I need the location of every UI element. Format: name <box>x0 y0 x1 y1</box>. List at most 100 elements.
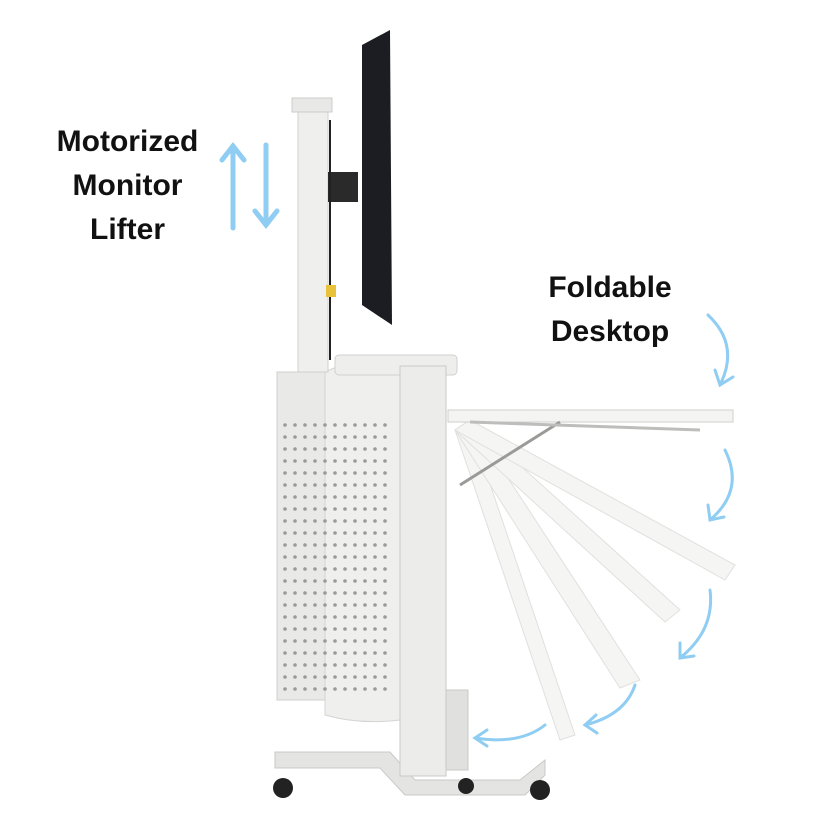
perforation-hole <box>283 423 287 427</box>
perforation-hole <box>363 531 367 535</box>
perforation-hole <box>303 627 307 631</box>
perforation-hole <box>323 459 327 463</box>
perforation-hole <box>283 675 287 679</box>
perforation-hole <box>353 675 357 679</box>
perforation-hole <box>323 507 327 511</box>
perforation-hole <box>343 675 347 679</box>
perforation-hole <box>323 663 327 667</box>
perforation-hole <box>323 471 327 475</box>
perforation-hole <box>303 435 307 439</box>
perforation-hole <box>283 447 287 451</box>
perforation-hole <box>283 603 287 607</box>
perforation-hole <box>313 447 317 451</box>
perforation-hole <box>293 495 297 499</box>
perforation-hole <box>343 663 347 667</box>
perforation-hole <box>303 447 307 451</box>
perforation-hole <box>293 543 297 547</box>
perforation-hole <box>333 459 337 463</box>
perforation-hole <box>333 423 337 427</box>
foldable-desktop <box>447 409 734 487</box>
perforation-hole <box>283 639 287 643</box>
perforation-hole <box>303 687 307 691</box>
perforation-hole <box>303 483 307 487</box>
perforation-hole <box>283 519 287 523</box>
perforation-hole <box>323 483 327 487</box>
perforation-hole <box>303 675 307 679</box>
perforation-hole <box>293 627 297 631</box>
perforation-hole <box>363 495 367 499</box>
perforation-hole <box>343 651 347 655</box>
perforation-hole <box>353 423 357 427</box>
perforation-hole <box>283 483 287 487</box>
perforation-hole <box>373 483 377 487</box>
label-line: Motorized <box>56 125 199 158</box>
perforation-hole <box>383 591 387 595</box>
perforation-hole <box>323 591 327 595</box>
perforation-hole <box>363 591 367 595</box>
perforation-hole <box>353 543 357 547</box>
main-column <box>399 365 447 777</box>
perforation-hole <box>333 627 337 631</box>
perforation-hole <box>383 639 387 643</box>
perforation-hole <box>293 471 297 475</box>
perforation-hole <box>353 435 357 439</box>
perforation-hole <box>293 687 297 691</box>
perforation-hole <box>363 651 367 655</box>
perforation-hole <box>353 651 357 655</box>
perforation-hole <box>283 687 287 691</box>
perforation-hole <box>313 579 317 583</box>
perforation-hole <box>373 567 377 571</box>
perforation-hole <box>303 555 307 559</box>
perforation-hole <box>323 435 327 439</box>
perforation-hole <box>333 435 337 439</box>
perforation-hole <box>373 591 377 595</box>
perforation-hole <box>343 591 347 595</box>
perforation-hole <box>333 519 337 523</box>
perforation-hole <box>303 651 307 655</box>
perforation-hole <box>383 435 387 439</box>
perforation-hole <box>373 663 377 667</box>
perforation-hole <box>363 423 367 427</box>
perforation-hole <box>313 543 317 547</box>
perforation-hole <box>333 483 337 487</box>
perforation-hole <box>323 519 327 523</box>
perforation-hole <box>373 639 377 643</box>
perforation-hole <box>293 591 297 595</box>
perforation-hole <box>363 627 367 631</box>
perforation-hole <box>383 519 387 523</box>
perforation-hole <box>313 627 317 631</box>
perforation-hole <box>353 603 357 607</box>
perforation-hole <box>323 615 327 619</box>
perforation-hole <box>353 495 357 499</box>
perforation-hole <box>373 423 377 427</box>
label-line: Desktop <box>550 315 670 348</box>
perforation-hole <box>363 471 367 475</box>
perforation-hole <box>363 519 367 523</box>
perforation-hole <box>373 519 377 523</box>
label-line: Lifter <box>90 213 165 246</box>
perforation-hole <box>333 567 337 571</box>
perforation-hole <box>313 459 317 463</box>
perforation-hole <box>353 627 357 631</box>
perforation-hole <box>343 687 347 691</box>
perforation-hole <box>363 459 367 463</box>
perforation-hole <box>283 459 287 463</box>
perforation-hole <box>343 495 347 499</box>
perforation-hole <box>353 447 357 451</box>
perforation-hole <box>353 687 357 691</box>
perforation-hole <box>283 651 287 655</box>
perforation-hole <box>333 591 337 595</box>
perforation-hole <box>313 603 317 607</box>
perforation-hole <box>363 579 367 583</box>
perforation-hole <box>283 531 287 535</box>
curved-arrow-icon <box>472 313 735 748</box>
perforation-hole <box>293 651 297 655</box>
perforation-hole <box>363 639 367 643</box>
perforation-hole <box>313 567 317 571</box>
perforation-hole <box>303 471 307 475</box>
perforation-hole <box>343 507 347 511</box>
perforation-hole <box>313 483 317 487</box>
perforation-hole <box>283 507 287 511</box>
perforation-hole <box>293 675 297 679</box>
